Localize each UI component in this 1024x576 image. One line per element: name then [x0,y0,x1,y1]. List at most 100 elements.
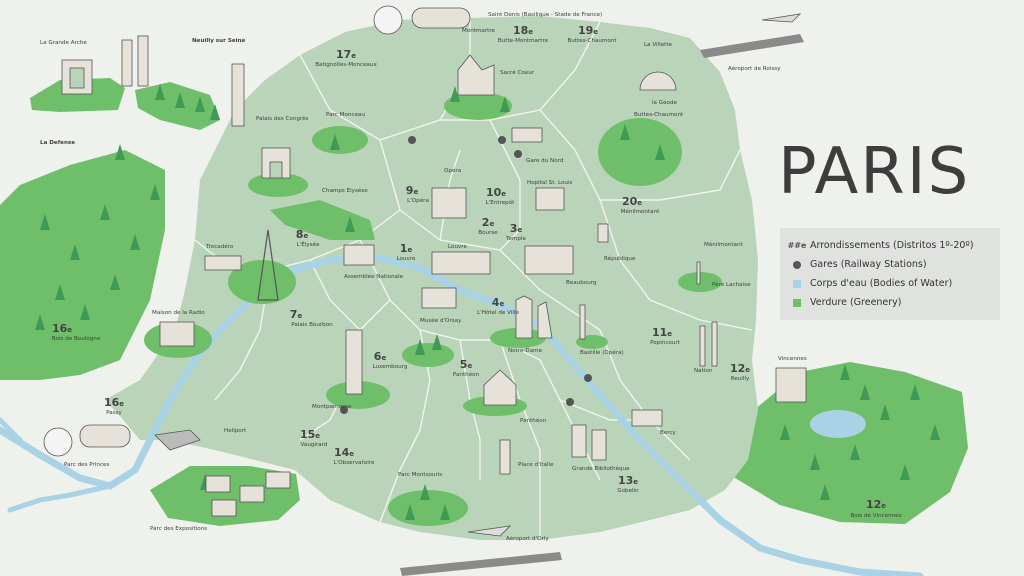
stade-icon [411,7,471,29]
svg-text:Parc des Expositions: Parc des Expositions [150,526,207,532]
landmarks [43,5,807,537]
svg-text:1e: 1e [400,242,413,255]
svg-text:Buttes-Chaumont: Buttes-Chaumont [634,112,684,118]
orsay-icon [421,287,457,309]
greenery-expositions [150,466,300,526]
svg-text:3e: 3e [510,222,523,235]
legend-key-arrondissement: ##e [787,241,807,250]
place-italie-icon [499,439,511,475]
seine-river [0,254,924,576]
svg-text:20e: 20e [622,195,642,208]
pere-lachaise-icon [696,261,701,285]
hopital-icon [535,187,565,211]
svg-text:Aéroport de Roissy: Aéroport de Roissy [728,65,781,72]
svg-text:Beaubourg: Beaubourg [566,280,597,286]
svg-text:9e: 9e [406,184,419,197]
railway-stations [340,136,592,414]
svg-text:Vaugirard: Vaugirard [301,442,328,448]
svg-text:Opéra: Opéra [444,167,461,174]
svg-text:14e: 14e [334,446,354,459]
football-icon [373,5,403,35]
svg-text:Sacré Coeur: Sacré Coeur [500,69,535,76]
svg-text:Bourse: Bourse [478,230,498,236]
svg-text:Neuilly sur Seine: Neuilly sur Seine [192,38,246,44]
svg-text:Passy: Passy [106,410,122,416]
legend-key-greenery [790,298,804,307]
svg-text:Bercy: Bercy [660,430,677,436]
legend-label: Gares (Railway Stations) [810,259,927,270]
tower-icon [121,39,133,87]
map-legend: ##e Arrondissements (Distritos 1º-20º) G… [780,228,1000,320]
bois-de-boulogne [0,150,165,380]
svg-text:La Grande Arche: La Grande Arche [40,40,87,46]
legend-label: Corps d'eau (Bodies of Water) [810,278,953,289]
vincennes-icon [775,367,807,403]
svg-text:Musée d'Orsay: Musée d'Orsay [420,317,462,324]
svg-text:Popincourt: Popincourt [650,340,681,346]
legend-water: Corps d'eau (Bodies of Water) [790,274,990,293]
greenery-square-icon [793,298,801,307]
bastille-icon [579,304,586,340]
trees [35,84,940,520]
svg-text:Reuilly: Reuilly [731,376,750,382]
svg-text:11e: 11e [652,326,672,339]
gare-nord-icon [511,127,543,143]
legend-arrondissements: ##e Arrondissements (Distritos 1º-20º) [787,236,990,255]
svg-text:Panthéon: Panthéon [520,417,547,424]
legend-key-station [790,260,804,269]
svg-text:la Géode: la Géode [652,99,678,106]
svg-text:Panthéon: Panthéon [453,371,480,378]
svg-text:Nation: Nation [694,368,713,374]
svg-text:Bois de Boulogne: Bois de Boulogne [52,336,101,342]
helicopter-icon [154,429,201,451]
louvre-icon [431,251,491,275]
station-dot-icon [793,260,801,269]
svg-text:Parc Monceau: Parc Monceau [326,112,365,118]
svg-text:Luxembourg: Luxembourg [373,364,408,370]
svg-text:12e: 12e [730,362,750,375]
svg-text:13e: 13e [618,474,638,487]
pantheon-icon [483,369,517,406]
svg-text:Assemblée Nationale: Assemblée Nationale [344,273,404,280]
svg-text:Buttes-Chaumont: Buttes-Chaumont [567,38,617,44]
svg-text:18e: 18e [513,24,533,37]
svg-text:Bastille (Opéra): Bastille (Opéra) [580,349,624,356]
svg-text:République: République [604,255,636,262]
airplane-icon [761,13,802,23]
legend-key-water [790,279,804,288]
trocadero-icon [204,255,242,271]
lake-vincennes [810,410,866,438]
svg-text:7e: 7e [290,308,303,321]
svg-text:Louvre: Louvre [448,244,467,250]
station-dot [514,150,522,158]
water-square-icon [793,279,801,288]
svg-text:17e: 17e [336,48,356,61]
svg-text:19e: 19e [578,24,598,37]
station-dot [584,374,592,382]
svg-text:Batignolles-Monceaux: Batignolles-Monceaux [315,62,377,68]
montparnasse-icon [345,329,363,395]
legend-label: Verdure (Greenery) [810,297,902,308]
assemblee-icon [343,244,375,266]
svg-text:Butte-Montmartre: Butte-Montmartre [498,38,549,44]
svg-text:Grande Bibliothèque: Grande Bibliothèque [572,465,630,472]
expositions-icon [205,475,231,493]
svg-text:Aéroport d'Orly: Aéroport d'Orly [506,535,549,542]
svg-text:Notre-Dame: Notre-Dame [508,348,543,354]
runway-roissy [700,34,804,58]
eiffel-tower-icon [257,229,279,301]
runway-orly [400,552,562,576]
svg-text:L'Hôtel de Ville: L'Hôtel de Ville [477,309,519,316]
svg-text:Maison de la Radio: Maison de la Radio [152,310,205,316]
svg-text:Champs Elysées: Champs Elysées [322,187,368,194]
svg-text:Père Lachaise: Père Lachaise [712,281,751,288]
svg-text:Palais Bourbon: Palais Bourbon [291,322,333,328]
svg-text:Saint Denis (Basilique - Stade: Saint Denis (Basilique - Stade de France… [488,12,602,18]
notre-dame-icon [515,295,553,339]
svg-text:La Villette: La Villette [644,42,673,48]
svg-text:L'Opéra: L'Opéra [407,197,429,204]
svg-text:Parc Montsouris: Parc Montsouris [398,472,442,478]
svg-text:L'Élysée: L'Élysée [297,240,320,248]
legend-greenery: Verdure (Greenery) [790,293,990,312]
